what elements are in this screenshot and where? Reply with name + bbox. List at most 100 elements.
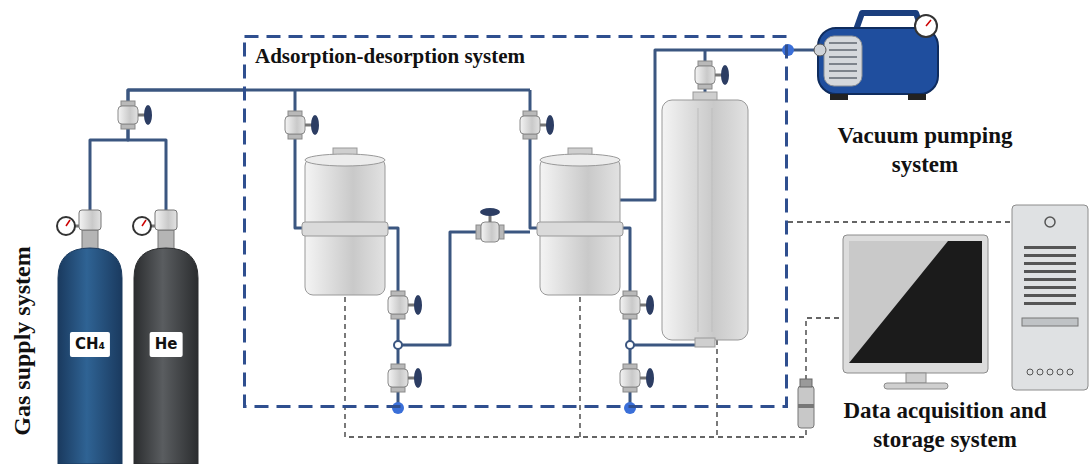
pipe-connector: [90, 90, 243, 248]
screen-glare: [849, 241, 948, 363]
pipe: [398, 232, 530, 345]
group-label: Gas supply system: [7, 211, 37, 464]
valve: [285, 111, 319, 139]
system-region-outline: [243, 35, 788, 408]
vessel-flange: [537, 222, 623, 236]
valve: [118, 101, 152, 129]
port-dot: [392, 402, 404, 414]
valve: [388, 291, 422, 319]
pressure-sensor: [798, 379, 814, 428]
region-border: [245, 37, 787, 407]
sensor-cap: [800, 379, 812, 387]
pump-foot: [908, 94, 926, 100]
valve: [476, 208, 504, 242]
pipe-junction: [394, 341, 402, 349]
reference-vessel: [537, 148, 623, 295]
pump-grille: [824, 36, 862, 86]
power-button: [1045, 217, 1055, 227]
vent-slot: [1024, 270, 1076, 273]
vessel-lid: [540, 154, 620, 166]
column-strip: [698, 108, 699, 332]
monitor-bezel: [843, 235, 988, 373]
grille-slot: [829, 70, 857, 72]
cylinder-neck: [82, 230, 98, 250]
pressure-gauge: [57, 217, 75, 235]
system-region: Adsorption-desorption system: [243, 35, 788, 408]
signal-wire: [806, 318, 843, 380]
vessel-flange: [302, 222, 388, 236]
cylinder-heads: [57, 210, 177, 250]
valve: [620, 364, 654, 392]
gas-label: He: [150, 332, 183, 357]
grille-slot: [829, 42, 857, 44]
vacuum-pump: Vacuum pumping system: [800, 6, 1050, 198]
pipe-junction: [626, 341, 634, 349]
gas-label: CH₄: [70, 332, 110, 357]
cylinder-neck: [158, 230, 174, 250]
column-vessel: [662, 92, 748, 347]
pump-body: [818, 28, 938, 94]
pump-label: Vacuum pumping system: [810, 122, 1040, 180]
vent-slot: [1024, 246, 1076, 249]
front-port: [1057, 369, 1063, 375]
pipes: [243, 50, 788, 408]
column-strip: [712, 108, 713, 332]
vessel-lid: [305, 154, 385, 166]
signal-wire: [716, 340, 717, 437]
gas-cylinder: He: [134, 248, 198, 464]
monitor-screen: [849, 241, 982, 363]
cylinder-valve: [155, 210, 177, 230]
region-heading: Adsorption-desorption system: [255, 43, 525, 69]
computer-label: Data acquisition and storage system: [820, 397, 1070, 455]
grille-slot: [829, 63, 857, 65]
port-dot: [624, 402, 636, 414]
valve: [520, 111, 554, 139]
pipe: [243, 89, 530, 92]
gauge-needle: [926, 20, 931, 26]
cylinder-body: [134, 248, 198, 464]
gauge-needle: [142, 220, 146, 226]
monitor-base: [884, 383, 948, 389]
pc-tower: [1012, 205, 1088, 390]
pump-gauge: [915, 15, 937, 37]
port-dot: [782, 44, 794, 56]
vent-slot: [1024, 262, 1076, 265]
adsorption-vessel: [302, 148, 388, 295]
computer: Data acquisition and storage system: [798, 200, 1090, 462]
signal-wire: [798, 221, 1012, 222]
valve: [620, 291, 654, 319]
pipe: [630, 340, 705, 345]
front-port: [1047, 369, 1053, 375]
pump-port: [814, 44, 826, 56]
cylinder-body: [58, 248, 122, 464]
front-port: [1067, 369, 1073, 375]
grille-slot: [829, 49, 857, 51]
column-nozzle: [695, 338, 715, 347]
signal-wires: [345, 297, 843, 437]
front-port: [1037, 369, 1043, 375]
valve: [695, 61, 729, 89]
grille-slot: [829, 77, 857, 79]
front-port: [1027, 369, 1033, 375]
cylinder-valve: [79, 210, 101, 230]
vent-slot: [1024, 286, 1076, 289]
vent-slot: [1024, 302, 1076, 305]
vent-slot: [1024, 278, 1076, 281]
gauge-needle: [66, 220, 70, 226]
pressure-gauge: [133, 217, 151, 235]
valve: [388, 364, 422, 392]
gas-cylinder: CH₄: [58, 248, 122, 464]
grille-slot: [829, 56, 857, 58]
monitor-neck: [906, 373, 926, 383]
column-body: [662, 100, 748, 340]
sensor-body: [798, 386, 814, 428]
pump-foot: [830, 94, 848, 100]
pipe-connector: [788, 221, 798, 222]
drive-bay: [1022, 318, 1078, 326]
sensor-band: [798, 404, 814, 408]
signal-wire: [579, 297, 580, 437]
vent-slot: [1024, 254, 1076, 257]
vent-slot: [1024, 294, 1076, 297]
